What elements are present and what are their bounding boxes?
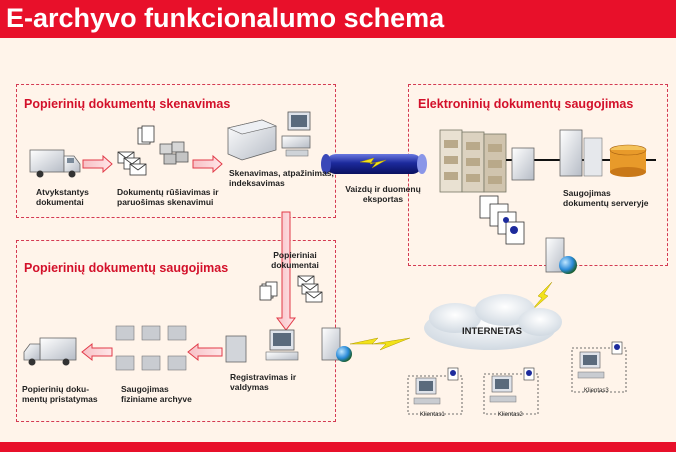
boxes-icon xyxy=(115,325,187,371)
export-pipe xyxy=(321,154,427,174)
lightning-icon xyxy=(349,337,411,351)
section-scanning xyxy=(16,84,336,218)
label-incoming-docs: Atvykstantys dokumentai xyxy=(36,187,89,207)
arrow-incoming-to-sorting xyxy=(82,154,113,174)
page-title: E-archyvo funkcionalumo schema xyxy=(6,3,445,33)
documents-icon xyxy=(117,125,189,176)
title-bar: E-archyvo funkcionalumo schema xyxy=(0,0,676,38)
client-3 xyxy=(571,341,627,393)
label-client2: Klientas2 xyxy=(498,412,523,418)
label-client3: Klientas3 xyxy=(584,388,609,394)
documents-icon xyxy=(479,195,525,245)
arrow-down-paper xyxy=(276,211,296,331)
scanner-icon xyxy=(227,111,311,161)
server-rack-icon xyxy=(439,129,656,193)
section-paper-storage-title: Popierinių dokumentų saugojimas xyxy=(24,261,229,275)
globe-icon xyxy=(559,256,577,274)
globe-icon xyxy=(336,346,352,362)
documents-icon xyxy=(259,275,323,303)
section-electronic-storage xyxy=(408,84,668,266)
lightning-icon xyxy=(359,157,387,169)
client-2 xyxy=(483,367,539,415)
section-electronic-storage-title: Elektroninių dokumentų saugojimas xyxy=(418,97,634,111)
cloud-icon xyxy=(424,294,562,350)
truck-icon xyxy=(23,337,77,366)
label-physical-archive: Saugojimas fiziniame archyve xyxy=(121,384,192,404)
globe-server-icon xyxy=(321,327,352,362)
workstation-icon xyxy=(225,329,299,363)
label-registration: Registravimas ir valdymas xyxy=(230,372,297,392)
globe-server-icon xyxy=(545,237,577,274)
bottom-bar xyxy=(0,442,676,452)
section-scanning-title: Popierinių dokumentų skenavimas xyxy=(24,97,231,111)
label-internet: INTERNETAS xyxy=(462,326,522,337)
arrow-archive-to-delivery xyxy=(81,342,113,362)
label-scanning-indexing: Skenavimas, atpažinimas, indeksavimas xyxy=(229,168,334,188)
label-export: Vaizdų ir duomenų eksportas xyxy=(345,184,421,204)
truck-icon xyxy=(29,149,81,178)
arrow-registration-to-archive xyxy=(187,342,223,362)
label-client1: Klientas1 xyxy=(420,412,445,418)
label-storage-servers: Saugojimas dokumentų serveryje xyxy=(563,188,649,208)
label-delivery: Popierinių doku- mentų pristatymas xyxy=(22,384,98,404)
client-1 xyxy=(407,367,463,415)
label-paper-docs: Popieriniai dokumentai xyxy=(271,250,319,270)
label-sorting: Dokumentų rūšiavimas ir paruošimas skena… xyxy=(117,187,219,207)
arrow-sorting-to-scanning xyxy=(192,154,223,174)
